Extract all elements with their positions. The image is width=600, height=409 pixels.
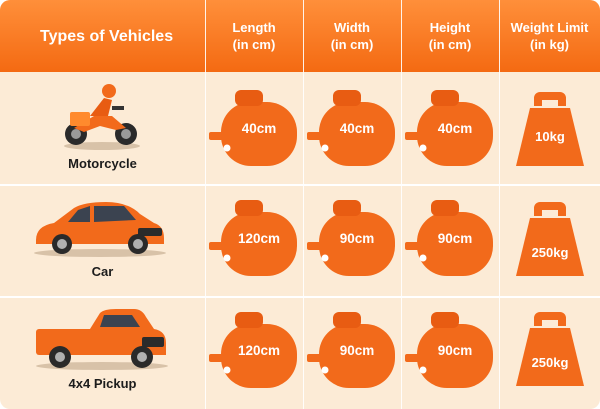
header-height-unit: (in cm) <box>428 37 472 52</box>
width-value: 90cm <box>339 342 375 358</box>
tape-measure-icon <box>307 200 395 276</box>
tape-measure-icon <box>307 312 395 388</box>
car-icon <box>34 202 166 257</box>
weight-limit-value: 250kg <box>531 355 569 370</box>
weight-limit-value: 10kg <box>535 129 565 144</box>
header-weight-title: Weight Limit <box>510 20 589 35</box>
weight-icon <box>516 202 584 276</box>
motorcycle-icon <box>64 84 140 150</box>
column-divider <box>303 0 304 409</box>
height-value: 40cm <box>437 120 473 136</box>
tape-measure-icon <box>405 90 493 166</box>
header-length: Length (in cm) <box>205 0 303 72</box>
column-divider <box>401 0 402 409</box>
column-divider <box>499 0 500 409</box>
pickup-truck-icon <box>36 309 168 370</box>
header-length-unit: (in cm) <box>232 37 276 52</box>
tape-measure-icon <box>209 90 297 166</box>
length-value: 40cm <box>241 120 277 136</box>
tape-measure-icon <box>209 312 297 388</box>
header-types-of-vehicles: Types of Vehicles <box>40 27 174 45</box>
tape-measure-icon <box>405 200 493 276</box>
header-width: Width (in cm) <box>303 0 401 72</box>
header-height-title: Height <box>429 20 471 35</box>
column-divider <box>205 0 206 409</box>
height-value: 90cm <box>437 342 473 358</box>
width-value: 90cm <box>339 230 375 246</box>
length-value: 120cm <box>237 230 281 246</box>
header-width-unit: (in cm) <box>330 37 374 52</box>
header-weight-unit: (in kg) <box>529 37 569 52</box>
vehicle-label-motorcycle: Motorcycle <box>68 156 137 171</box>
vehicle-label-car: Car <box>91 264 114 279</box>
weight-icon <box>516 312 584 386</box>
header-weight-limit: Weight Limit (in kg) <box>499 0 600 72</box>
tape-measure-icon <box>209 200 297 276</box>
header-width-title: Width <box>334 20 370 35</box>
header-height: Height (in cm) <box>401 0 499 72</box>
tape-measure-icon <box>405 312 493 388</box>
table-header <box>0 0 600 72</box>
width-value: 40cm <box>339 120 375 136</box>
header-length-title: Length <box>232 20 276 35</box>
height-value: 90cm <box>437 230 473 246</box>
weight-icon <box>516 92 584 166</box>
row-divider <box>0 184 600 186</box>
vehicle-label-4x4-pickup: 4x4 Pickup <box>68 376 137 391</box>
row-divider <box>0 296 600 298</box>
length-value: 120cm <box>237 342 281 358</box>
tape-measure-icon <box>307 90 395 166</box>
weight-limit-value: 250kg <box>531 245 569 260</box>
